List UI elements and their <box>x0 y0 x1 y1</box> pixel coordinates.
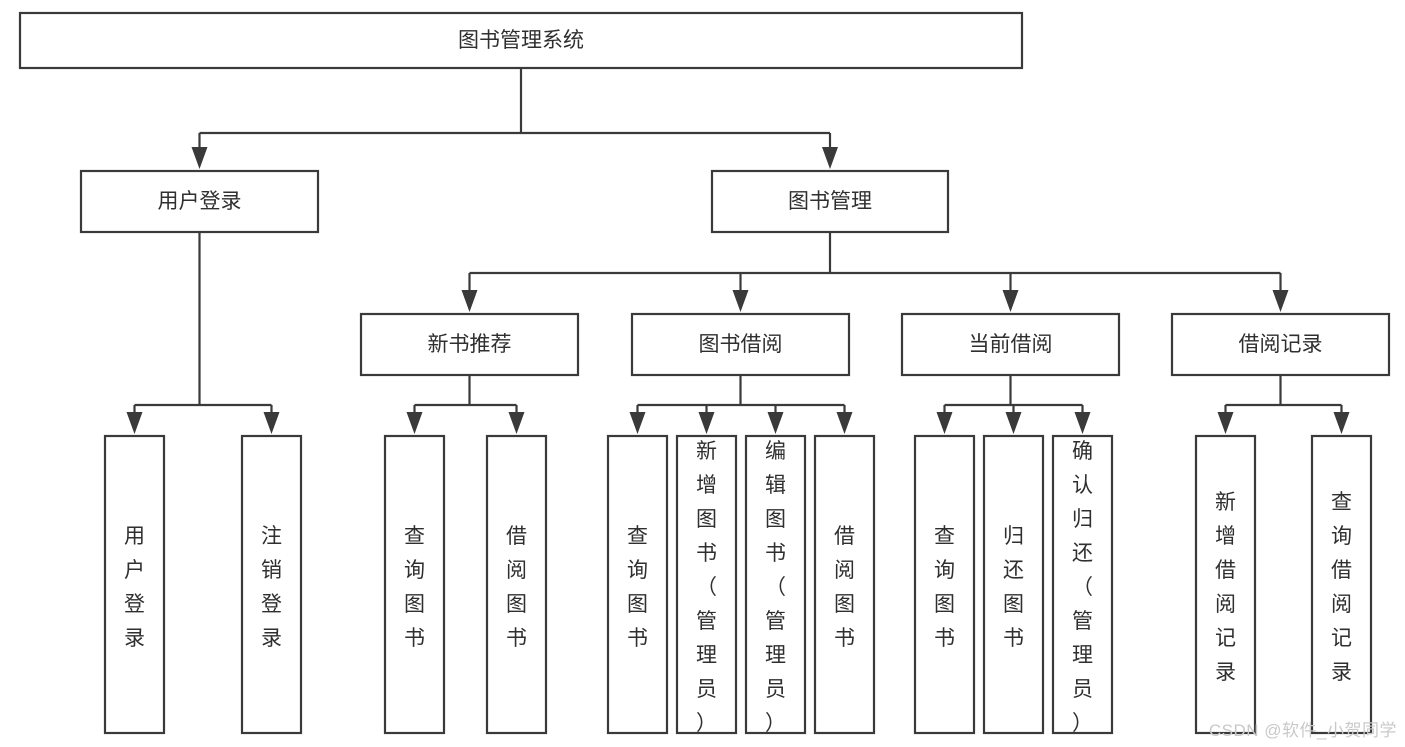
node-label-leaf-query-book-current: 查询图书 <box>934 525 955 650</box>
node-label-new-book-recommend: 新书推荐 <box>428 333 512 356</box>
node-box-user-login[interactable] <box>79 169 320 234</box>
arrow-head-icon-leaf-query-borrow-record <box>1333 412 1350 434</box>
connector-bus-root <box>199 68 830 135</box>
node-box-leaf-borrow-book[interactable] <box>813 434 876 735</box>
node-leaf-borrow-book-rec[interactable]: 借阅图书 <box>485 434 548 735</box>
node-box-borrow-record[interactable] <box>1170 312 1391 377</box>
node-box-current-borrow[interactable] <box>900 312 1121 377</box>
node-label-leaf-borrow-book: 借阅图书 <box>834 525 855 650</box>
node-leaf-add-book-admin[interactable]: 新增图书（管理员） <box>675 434 738 735</box>
arrow-head-icon-leaf-query-book-rec <box>406 412 423 434</box>
node-leaf-borrow-book[interactable]: 借阅图书 <box>813 434 876 735</box>
node-leaf-user-login[interactable]: 用户登录 <box>103 434 166 735</box>
node-leaf-return-book[interactable]: 归还图书 <box>982 434 1045 735</box>
arrow-head-icon-leaf-user-login <box>126 412 143 434</box>
node-label-leaf-user-login: 用户登录 <box>124 525 145 650</box>
node-box-leaf-logout[interactable] <box>240 434 303 735</box>
arrow-head-icon-leaf-borrow-book-rec <box>508 412 525 434</box>
arrow-head-icon-current-borrow <box>1002 290 1019 312</box>
node-user-login[interactable]: 用户登录 <box>79 169 320 234</box>
connector-bus-book-borrow <box>637 375 845 407</box>
arrow-head-icon-book-borrow <box>732 290 749 312</box>
node-label-book-management: 图书管理 <box>788 190 872 213</box>
node-borrow-record[interactable]: 借阅记录 <box>1170 312 1391 377</box>
node-box-leaf-confirm-return-admin[interactable] <box>1051 434 1114 735</box>
arrow-head-icon-leaf-return-book <box>1005 412 1022 434</box>
node-box-leaf-user-login[interactable] <box>103 434 166 735</box>
node-label-leaf-add-book-admin: 新增图书（管理员） <box>696 440 717 735</box>
node-root[interactable]: 图书管理系统 <box>18 11 1024 70</box>
node-label-leaf-query-borrow-record: 查询借阅记录 <box>1331 491 1352 684</box>
node-book-management[interactable]: 图书管理 <box>710 169 950 234</box>
node-box-leaf-query-book-rec[interactable] <box>383 434 446 735</box>
node-label-book-borrow: 图书借阅 <box>699 333 783 356</box>
node-label-leaf-query-book-borrow: 查询图书 <box>627 525 648 650</box>
node-label-borrow-record: 借阅记录 <box>1239 333 1323 356</box>
node-leaf-logout[interactable]: 注销登录 <box>240 434 303 735</box>
node-new-book-recommend[interactable]: 新书推荐 <box>359 312 580 377</box>
node-leaf-add-borrow-record[interactable]: 新增借阅记录 <box>1194 434 1257 735</box>
arrow-head-icon-leaf-query-book-current <box>936 412 953 434</box>
csdn-watermark: CSDN @软件_小贺同学 <box>1208 721 1397 740</box>
arrow-head-icon-leaf-confirm-return-admin <box>1074 412 1091 434</box>
node-box-leaf-query-book-current[interactable] <box>913 434 976 735</box>
arrow-head-icon-borrow-record <box>1272 290 1289 312</box>
arrow-head-icon-leaf-logout <box>263 412 280 434</box>
arrow-head-icon-new-book-recommend <box>461 290 478 312</box>
node-box-leaf-query-borrow-record[interactable] <box>1310 434 1373 735</box>
node-label-leaf-add-borrow-record: 新增借阅记录 <box>1215 491 1236 684</box>
connector-bus-book-management <box>469 232 1281 275</box>
connector-layer <box>126 68 1350 434</box>
node-label-current-borrow: 当前借阅 <box>969 333 1053 356</box>
node-leaf-query-book-rec[interactable]: 查询图书 <box>383 434 446 735</box>
node-box-new-book-recommend[interactable] <box>359 312 580 377</box>
arrow-head-icon-user-login <box>191 147 208 169</box>
arrow-head-icon-leaf-add-book-admin <box>698 412 715 434</box>
node-box-leaf-edit-book-admin[interactable] <box>744 434 807 735</box>
node-label-root: 图书管理系统 <box>458 29 584 52</box>
node-leaf-query-book-current[interactable]: 查询图书 <box>913 434 976 735</box>
node-book-borrow[interactable]: 图书借阅 <box>630 312 851 377</box>
node-box-leaf-query-book-borrow[interactable] <box>606 434 669 735</box>
arrow-head-icon-leaf-borrow-book <box>836 412 853 434</box>
node-box-book-borrow[interactable] <box>630 312 851 377</box>
node-box-book-management[interactable] <box>710 169 950 234</box>
node-label-leaf-borrow-book-rec: 借阅图书 <box>506 525 527 650</box>
connector-bus-user-login <box>134 232 272 407</box>
node-label-leaf-confirm-return-admin: 确认归还（管理员） <box>1072 440 1093 735</box>
node-label-leaf-query-book-rec: 查询图书 <box>404 525 425 650</box>
connector-bus-new-book-recommend <box>414 375 517 407</box>
arrow-head-icon-leaf-add-borrow-record <box>1217 412 1234 434</box>
node-box-leaf-add-book-admin[interactable] <box>675 434 738 735</box>
node-label-user-login: 用户登录 <box>158 190 242 213</box>
node-current-borrow[interactable]: 当前借阅 <box>900 312 1121 377</box>
node-layer: 图书管理系统用户登录图书管理新书推荐图书借阅当前借阅借阅记录用户登录注销登录查询… <box>18 11 1391 735</box>
node-box-leaf-borrow-book-rec[interactable] <box>485 434 548 735</box>
node-box-leaf-return-book[interactable] <box>982 434 1045 735</box>
arrow-head-icon-leaf-edit-book-admin <box>767 412 784 434</box>
node-leaf-confirm-return-admin[interactable]: 确认归还（管理员） <box>1051 434 1114 735</box>
node-leaf-query-book-borrow[interactable]: 查询图书 <box>606 434 669 735</box>
node-label-leaf-return-book: 归还图书 <box>1003 525 1024 650</box>
node-label-leaf-logout: 注销登录 <box>261 525 282 650</box>
node-box-leaf-add-borrow-record[interactable] <box>1194 434 1257 735</box>
node-label-leaf-edit-book-admin: 编辑图书（管理员） <box>765 440 786 735</box>
connector-bus-current-borrow <box>944 375 1083 407</box>
arrow-head-icon-book-management <box>822 147 838 169</box>
node-leaf-query-borrow-record[interactable]: 查询借阅记录 <box>1310 434 1373 735</box>
connector-bus-borrow-record <box>1225 375 1342 407</box>
node-box-root[interactable] <box>18 11 1024 70</box>
arrow-head-icon-leaf-query-book-borrow <box>629 412 646 434</box>
node-leaf-edit-book-admin[interactable]: 编辑图书（管理员） <box>744 434 807 735</box>
